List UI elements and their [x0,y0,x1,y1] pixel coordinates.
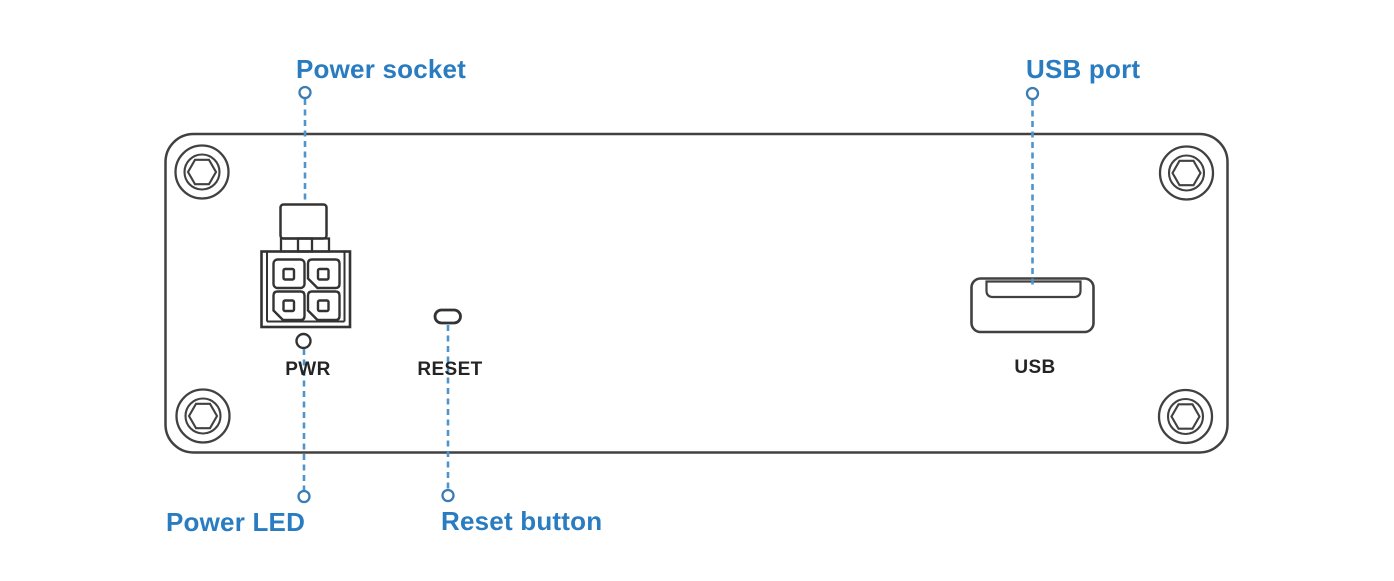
led-indicator-icon [295,332,312,350]
callout-power-led: Power LED [166,507,306,537]
callout-power-socket: Power socket [296,54,467,84]
panel-label-usb: USB [1014,357,1056,378]
panel-outline [164,132,1229,454]
panel-label-reset: RESET [417,359,483,380]
leader-dot-reset-button [441,488,455,503]
reset-hole-icon [433,308,462,325]
leader-dot-power-led [297,489,311,504]
leader-dot-usb-port [1025,86,1040,101]
leader-dot-power-socket [298,85,312,100]
callout-reset-button: Reset button [441,506,603,536]
power-connector-icon [260,203,352,329]
callout-usb-port: USB port [1026,54,1141,84]
panel-label-pwr: PWR [285,359,331,380]
